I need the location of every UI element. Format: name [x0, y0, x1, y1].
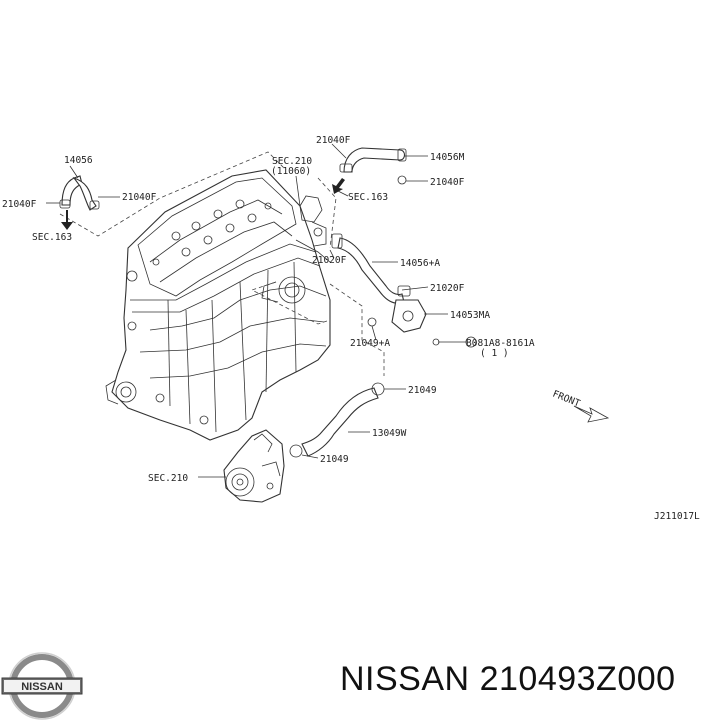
label-13049W: 13049W [372, 428, 407, 439]
label-sec210-top-sub: (11060) [271, 166, 311, 177]
pipe-14053MA [367, 299, 440, 346]
hose-14056A [331, 233, 411, 304]
label-21040F-left: 21040F [2, 199, 37, 210]
label-21040F-top: 21040F [316, 135, 351, 146]
label-14056M: 14056M [430, 152, 465, 163]
label-14056: 14056 [64, 155, 93, 166]
front-arrow-icon [573, 405, 610, 423]
sec163-left-arrow-icon [61, 210, 73, 230]
sec163-right-arrow-icon [332, 178, 345, 194]
label-bolt: B081A8-8161A [466, 338, 535, 349]
hose-14056 [59, 175, 100, 211]
part-number: 210493Z000 [479, 660, 676, 698]
bolt-symbol-icon [465, 336, 477, 348]
engine-block-drawing [105, 169, 331, 441]
part-labels: 14056 21040F 21040F SEC.163 21040F SEC.2… [2, 135, 700, 522]
logo-text: NISSAN [21, 681, 63, 693]
label-front: FRONT [551, 389, 582, 410]
label-14056A: 14056+A [400, 258, 440, 269]
label-21020F-a: 21020F [312, 255, 347, 266]
label-bolt-sub: ( 1 ) [480, 348, 509, 359]
label-21049-lower: 21049 [320, 454, 349, 465]
hose-14056M [339, 147, 407, 185]
label-sec163-right: SEC.163 [348, 192, 388, 203]
label-sec210-top: SEC.210 [272, 156, 312, 167]
label-sec163-left: SEC.163 [32, 232, 72, 243]
label-14053MA: 14053MA [450, 310, 490, 321]
label-21040F-right: 21040F [430, 177, 465, 188]
label-21040F-left-mid: 21040F [122, 192, 157, 203]
water-pump-drawing [223, 429, 285, 503]
label-sec210-bottom: SEC.210 [148, 473, 188, 484]
label-21049A: 21049+A [350, 338, 390, 349]
dashed-guides [59, 151, 385, 376]
label-21020F-b: 21020F [430, 283, 465, 294]
nissan-logo: NISSAN [1, 652, 83, 720]
brand-name: NISSAN [340, 660, 470, 698]
label-21049-upper: 21049 [408, 385, 437, 396]
hose-13049W [289, 382, 385, 458]
diagram-code: J211017L [654, 511, 700, 522]
